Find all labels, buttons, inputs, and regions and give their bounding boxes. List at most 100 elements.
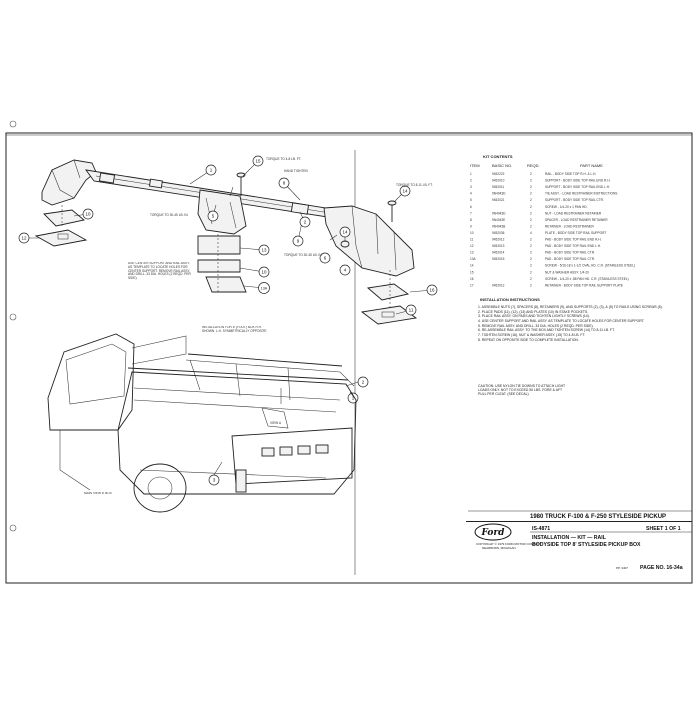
callout-1 [205, 164, 217, 176]
kit-row-reqd: 2 [530, 264, 532, 268]
instruction-step: 3. PLACE RAIL ASSY. ON PADS AND TIGHTEN … [478, 314, 590, 319]
tailgate-letter-F [261, 447, 275, 457]
kit-row-reqd: 2 [530, 277, 532, 281]
kit-row-basic-no: 9N4043D [492, 192, 506, 196]
callout-17 [426, 284, 438, 296]
kit-col-basic-no: BASIC NO. [492, 163, 512, 168]
kit-row-part-name: SUPPORT - BODY SIDE TOP RAIL CTR. [545, 198, 604, 202]
kit-row-reqd: 2 [530, 211, 532, 215]
kit-row-item: 13A [470, 257, 477, 261]
center-support-note: USE CENTER SUPPORT AND RAIL ASSY. AS TEM… [128, 262, 191, 281]
plate-10 [197, 259, 241, 273]
rail-end-support-left [41, 159, 97, 206]
kit-row-basic-no: 9452012 [492, 238, 505, 242]
assembly-centerlines [61, 205, 391, 310]
title-block-page: PAGE NO. 16-34a [640, 565, 683, 571]
callout-14-label: 14 [402, 189, 408, 194]
tailgate-letter-D [315, 444, 329, 454]
callout-1-label: 1 [210, 168, 213, 173]
callout-3-label: 3 [213, 478, 216, 483]
kit-row-part-name: RETAINER - LOAD RESTRAINER [545, 224, 595, 228]
kit-row-part-name: SCREW - 5/16-18 x 1-1/2 OVAL HD. C.R. (S… [545, 264, 635, 268]
ford-logo-text: Ford [481, 528, 506, 538]
kit-row-item: 14 [470, 264, 474, 268]
kit-row-basic-no: 9452222 [492, 172, 505, 176]
note-torque-16: TORQUE TO 4-8 LB. FT. [266, 157, 301, 161]
instructions-header: INSTALLATION INSTRUCTIONS [480, 297, 540, 302]
view-a-detail [261, 407, 289, 429]
title-block-sheet: SHEET 1 OF 1 [646, 526, 681, 532]
kit-row-part-name: RAIL - BODY SIDE TOP R.H. & L.H. [545, 172, 596, 176]
truck-rail-far [187, 353, 343, 367]
callout-12-label: 12 [21, 236, 27, 241]
kit-contents-header: KIT CONTENTS [483, 154, 513, 159]
instruction-step: 2. PLACE PADS (11), (12), (13) AND PLATE… [478, 309, 589, 314]
truck-taillight [235, 469, 247, 493]
truck-cab-window [65, 343, 127, 405]
installation-note-box: INSTALLATION FOR 8' (FOOT) BOX R.H. SHOW… [202, 326, 267, 333]
kit-row-reqd: 2 [530, 205, 532, 209]
title-block-part-number: IS-4871 [532, 526, 550, 532]
tie-down-cleat-3 [148, 178, 163, 189]
rail-end-support-right [323, 205, 415, 277]
note-torque-7: TORQUE TO 30-45 LB. IN. [150, 213, 189, 217]
callout-4-label: 4 [344, 268, 347, 273]
pad-11 [360, 305, 418, 325]
title-block-description: BODYSIDE TOP 8' STYLESIDE PICKUP BOX [532, 542, 641, 548]
kit-row-reqd: 2 [530, 172, 532, 176]
kit-row-part-name: TIE ASSY. - LOAD RESTRAINER INSTRUCTIONS [545, 192, 617, 196]
kit-row-basic-no: 9452014 [492, 251, 505, 255]
tie-down-cleat-2 [290, 202, 310, 215]
callout-10b [258, 266, 270, 278]
exploded-rail-view [24, 159, 433, 325]
kit-row-item: 10 [470, 231, 474, 235]
kit-col-part-name: PART NAME [580, 163, 603, 168]
kit-row-part-name: PLATE - BODY SIDE TOP RAIL SUPPORT [545, 231, 606, 235]
callout-15 [339, 226, 351, 238]
kit-row-item: 2 [470, 179, 472, 183]
caution-text: CAUTION: USE NYLON TIE DOWNS TO ATTACH L… [478, 384, 566, 397]
kit-row-basic-no: 9452011 [492, 185, 504, 189]
callout-11-label: 11 [409, 308, 414, 313]
kit-row-item: 7 [470, 211, 472, 215]
callout-2 [299, 216, 311, 228]
kit-row-basic-no: 9452015 [492, 257, 505, 261]
callout-9-label: 9 [297, 239, 300, 244]
kit-row-reqd: 2 [530, 283, 532, 287]
kit-row-item: 3 [470, 185, 472, 189]
instruction-step: 7. TIGHTEN SCREW (16), NUT & WASHER ASSY… [478, 333, 586, 338]
kit-row-part-name: SCREW - 1/4-20 x .88 PAN HD. C.R. (STAIN… [545, 277, 629, 281]
kit-row-basic-no: 9452010 [492, 179, 505, 183]
label-view-a: VIEW A [270, 421, 282, 425]
pad-13a [205, 276, 247, 293]
callout-10 [82, 208, 94, 220]
callout-15-label: 14 [342, 230, 348, 235]
kit-row-reqd: 2 [530, 179, 532, 183]
kit-row-item: 6 [470, 205, 472, 209]
kit-row-reqd: 2 [530, 198, 532, 202]
kit-row-item: 5 [470, 198, 472, 202]
kit-row-basic-no: 9452036 [492, 231, 505, 235]
kit-rows: 1 9452222 2 RAIL - BODY SIDE TOP R.H. & L.H… [470, 172, 635, 287]
title-block: 1980 TRUCK F-100 & F-250 STYLESIDE PICKU… [466, 510, 692, 571]
kit-row-part-name: NUT & WASHER ASSY. 1/4-20 [545, 270, 589, 274]
kit-row-part-name: PAD - BODY SIDE TOP RAIL END L.H. [545, 244, 601, 248]
callout-14 [399, 185, 411, 197]
title-block-title: 1980 TRUCK F-100 & F-250 STYLESIDE PICKU… [530, 514, 666, 520]
tailgate-letter-R [297, 445, 311, 455]
callout-5 [207, 210, 219, 222]
kit-row-item: 8 [470, 218, 472, 222]
kit-row-item: 1 [470, 172, 472, 176]
instruction-step: 1. ASSEMBLE NUTS (7), SPACERS (8), RETAI… [478, 305, 663, 309]
retainer-9 [43, 209, 85, 227]
tie-down-cleat-1 [98, 172, 116, 184]
binder-hole-bottom [9, 524, 17, 532]
callout-10b-label: 10 [261, 270, 267, 275]
callout-2-label: 2 [304, 220, 307, 225]
truck-bed-far-rail [185, 359, 355, 387]
kit-row-item: 4 [470, 192, 472, 196]
title-block-city: DEARBORN, MICHIGAN [482, 546, 516, 550]
note-torque-14: TORQUE TO 8-11 LB. FT. [396, 183, 433, 187]
kit-row-basic-no: 9452012 [492, 283, 505, 287]
